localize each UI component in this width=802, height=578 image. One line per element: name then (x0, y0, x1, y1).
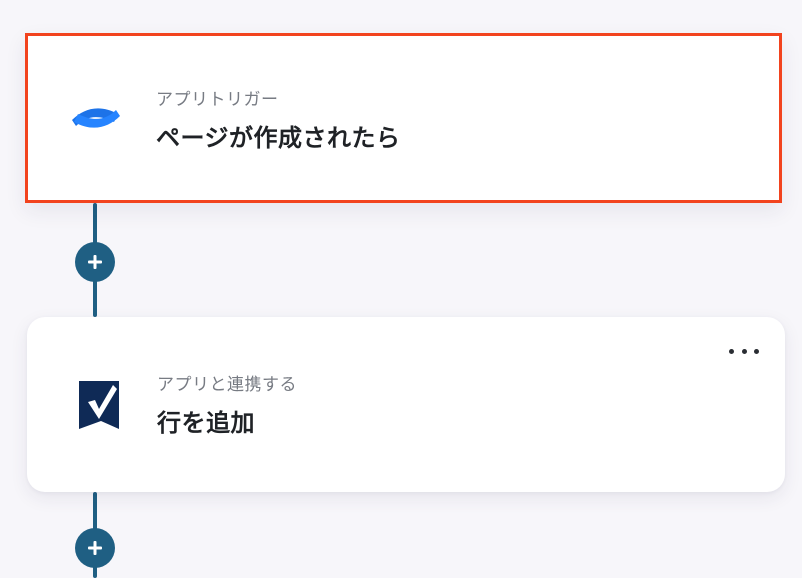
add-step-button[interactable] (75, 528, 115, 568)
action-step-card[interactable]: アプリと連携する 行を追加 (27, 317, 785, 492)
trigger-step-card[interactable]: アプリトリガー ページが作成されたら (25, 33, 782, 203)
action-step-label: アプリと連携する (157, 375, 297, 395)
plus-icon (88, 255, 102, 269)
smartsheet-icon (71, 375, 131, 435)
action-step-title: 行を追加 (157, 409, 255, 437)
trigger-step-title: ページが作成されたら (156, 124, 401, 152)
add-step-button[interactable] (75, 242, 115, 282)
more-options-icon[interactable] (729, 343, 759, 359)
confluence-icon (66, 88, 126, 148)
trigger-step-label: アプリトリガー (156, 90, 279, 110)
plus-icon (88, 541, 102, 555)
